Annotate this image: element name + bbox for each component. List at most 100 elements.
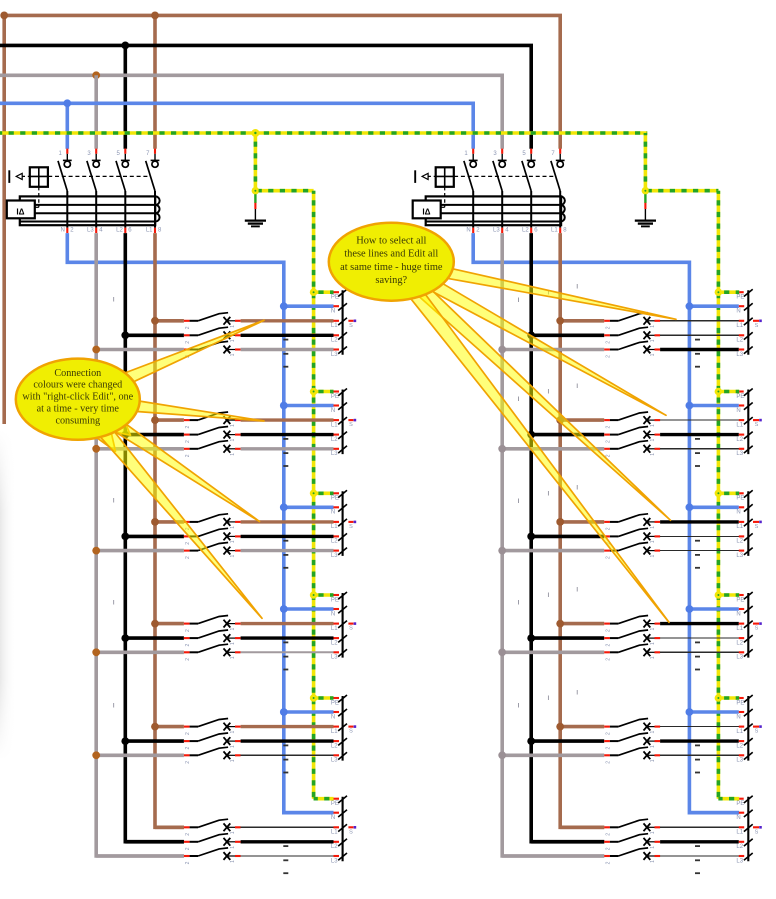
svg-text:1: 1 bbox=[650, 846, 656, 849]
svg-text:1: 1 bbox=[650, 424, 656, 427]
svg-text:N: N bbox=[331, 815, 335, 821]
svg-text:L3: L3 bbox=[331, 451, 338, 457]
svg-text:N: N bbox=[736, 510, 740, 516]
svg-text:L2: L2 bbox=[331, 539, 338, 545]
svg-text:N: N bbox=[736, 714, 740, 720]
svg-text:2: 2 bbox=[185, 643, 191, 646]
svg-text:2: 2 bbox=[605, 833, 611, 836]
svg-text:1: 1 bbox=[650, 627, 656, 630]
svg-text:1: 1 bbox=[230, 554, 236, 557]
svg-text:1: 1 bbox=[230, 339, 236, 342]
svg-text:2: 2 bbox=[605, 629, 611, 632]
svg-text:4: 4 bbox=[505, 228, 509, 234]
svg-text:S: S bbox=[755, 626, 759, 632]
svg-text:2: 2 bbox=[605, 326, 611, 329]
svg-text:I: I bbox=[113, 498, 115, 505]
svg-text:1: 1 bbox=[230, 730, 236, 733]
svg-text:L2: L2 bbox=[331, 437, 338, 443]
svg-text:1: 1 bbox=[650, 453, 656, 456]
svg-text:1: 1 bbox=[650, 656, 656, 659]
svg-text:5: 5 bbox=[116, 151, 120, 157]
svg-text:L1: L1 bbox=[736, 422, 743, 428]
svg-text:L1: L1 bbox=[331, 524, 338, 530]
svg-text:1: 1 bbox=[650, 759, 656, 762]
svg-text:2: 2 bbox=[185, 556, 191, 559]
svg-text:1: 1 bbox=[230, 627, 236, 630]
svg-text:L1: L1 bbox=[736, 323, 743, 329]
svg-text:L1: L1 bbox=[736, 830, 743, 836]
svg-text:1: 1 bbox=[650, 860, 656, 863]
svg-text:PE: PE bbox=[736, 496, 744, 502]
svg-text:L3: L3 bbox=[331, 858, 338, 864]
svg-text:2: 2 bbox=[605, 425, 611, 428]
svg-text:1: 1 bbox=[230, 438, 236, 441]
svg-text:1: 1 bbox=[230, 424, 236, 427]
svg-text:S: S bbox=[349, 422, 353, 428]
svg-text:2: 2 bbox=[185, 440, 191, 443]
svg-text:2: 2 bbox=[605, 454, 611, 457]
svg-text:L1: L1 bbox=[146, 228, 153, 234]
svg-text:L1: L1 bbox=[736, 524, 743, 530]
svg-text:at a time - very time: at a time - very time bbox=[37, 404, 120, 415]
svg-text:2: 2 bbox=[605, 556, 611, 559]
svg-text:S: S bbox=[349, 829, 353, 835]
svg-text:2: 2 bbox=[185, 847, 191, 850]
svg-text:PE: PE bbox=[331, 496, 339, 502]
svg-text:IΔ: IΔ bbox=[16, 207, 24, 216]
svg-text:2: 2 bbox=[605, 643, 611, 646]
svg-text:I: I bbox=[576, 485, 578, 492]
svg-text:2: 2 bbox=[605, 527, 611, 530]
svg-text:6: 6 bbox=[128, 228, 132, 234]
svg-text:IΔ: IΔ bbox=[422, 207, 430, 216]
svg-text:L1: L1 bbox=[551, 228, 558, 234]
svg-text:L3: L3 bbox=[331, 758, 338, 764]
svg-text:L1: L1 bbox=[331, 323, 338, 329]
svg-text:2: 2 bbox=[185, 425, 191, 428]
svg-text:PE: PE bbox=[736, 597, 744, 603]
svg-text:1: 1 bbox=[230, 759, 236, 762]
svg-text:I: I bbox=[576, 383, 578, 390]
svg-text:S: S bbox=[349, 626, 353, 632]
svg-text:colours were changed: colours were changed bbox=[33, 380, 122, 391]
svg-text:1: 1 bbox=[650, 325, 656, 328]
svg-text:2: 2 bbox=[185, 761, 191, 764]
svg-text:these lines and Edit all: these lines and Edit all bbox=[344, 249, 438, 260]
svg-text:1: 1 bbox=[650, 730, 656, 733]
svg-text:L3: L3 bbox=[87, 228, 94, 234]
svg-text:N: N bbox=[331, 611, 335, 617]
svg-text:3: 3 bbox=[493, 151, 497, 157]
svg-text:N: N bbox=[736, 815, 740, 821]
svg-text:2: 2 bbox=[476, 228, 480, 234]
svg-text:2: 2 bbox=[185, 341, 191, 344]
svg-text:PE: PE bbox=[736, 700, 744, 706]
svg-text:1: 1 bbox=[650, 438, 656, 441]
svg-text:2: 2 bbox=[605, 761, 611, 764]
svg-text:I: I bbox=[113, 297, 115, 304]
svg-text:2: 2 bbox=[605, 746, 611, 749]
svg-text:S: S bbox=[755, 422, 759, 428]
svg-text:8: 8 bbox=[158, 228, 162, 234]
svg-text:2: 2 bbox=[605, 732, 611, 735]
svg-text:1: 1 bbox=[650, 554, 656, 557]
svg-text:L3: L3 bbox=[736, 655, 743, 661]
svg-text:L2: L2 bbox=[736, 338, 743, 344]
svg-text:L2: L2 bbox=[522, 228, 529, 234]
svg-text:L2: L2 bbox=[736, 743, 743, 749]
svg-text:4: 4 bbox=[99, 228, 103, 234]
svg-text:2: 2 bbox=[185, 658, 191, 661]
svg-text:PE: PE bbox=[736, 801, 744, 807]
svg-text:2: 2 bbox=[605, 847, 611, 850]
svg-text:S: S bbox=[755, 729, 759, 735]
svg-text:L2: L2 bbox=[736, 539, 743, 545]
svg-text:2: 2 bbox=[605, 355, 611, 358]
svg-text:S: S bbox=[755, 524, 759, 530]
svg-text:1: 1 bbox=[230, 860, 236, 863]
svg-text:2: 2 bbox=[605, 861, 611, 864]
svg-text:N: N bbox=[331, 408, 335, 414]
svg-text:I: I bbox=[576, 689, 578, 696]
svg-text:1: 1 bbox=[230, 526, 236, 529]
svg-text:N: N bbox=[736, 611, 740, 617]
svg-text:7: 7 bbox=[146, 151, 150, 157]
svg-text:L3: L3 bbox=[493, 228, 500, 234]
svg-text:saving?: saving? bbox=[375, 275, 407, 286]
